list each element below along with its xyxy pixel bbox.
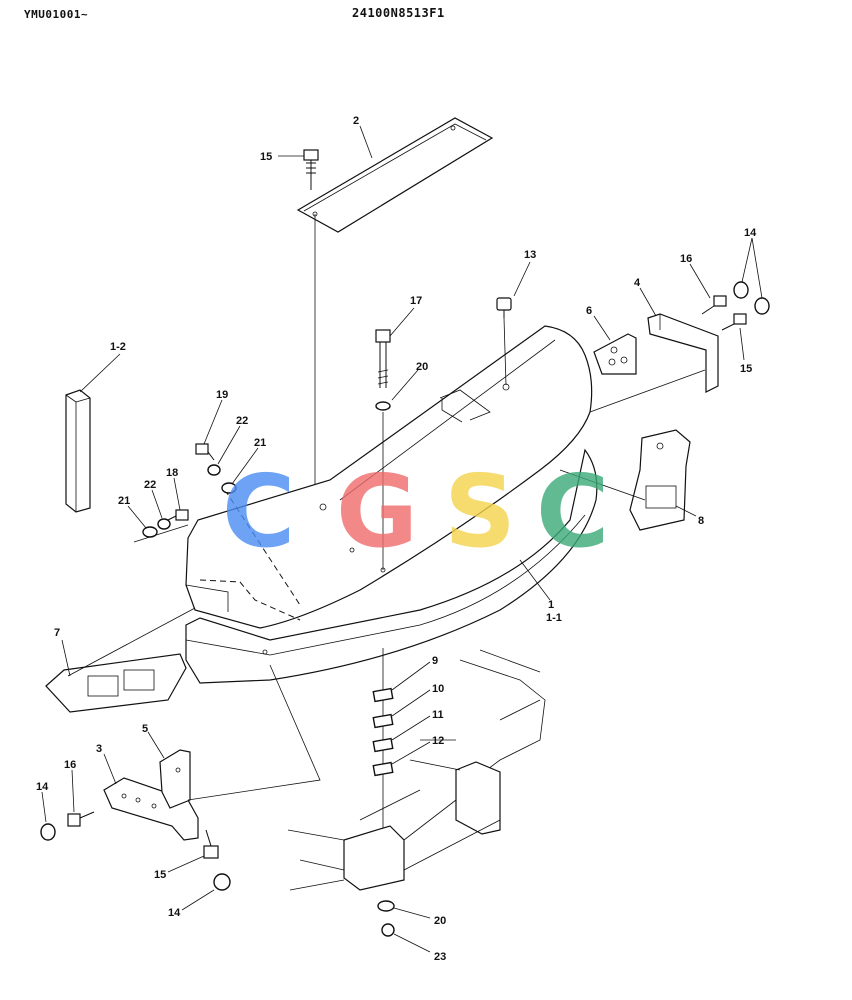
callout-15-left: 15	[154, 869, 166, 881]
callout-21-upper: 21	[254, 437, 266, 449]
bolt-16-left	[67, 811, 95, 827]
nut-21-upper	[221, 482, 237, 494]
watermark-letter-c1: C	[222, 453, 295, 570]
callout-13: 13	[524, 249, 536, 261]
callout-4: 4	[634, 277, 641, 289]
drawing-number-label: 24100N8513F1	[352, 6, 445, 20]
watermark-letter-c2: C	[536, 453, 609, 570]
leader-bracket-7	[67, 607, 196, 677]
callout-14-bottom: 14	[168, 907, 181, 919]
bracket-6	[593, 333, 637, 375]
callout-21-lower: 21	[118, 495, 130, 507]
nut-14-right-a	[733, 281, 749, 299]
callout-15-right: 15	[740, 363, 752, 375]
callout-14-right: 14	[744, 227, 757, 239]
callout-1-2: 1-2	[110, 341, 126, 353]
callout-8: 8	[698, 515, 704, 527]
counterweight-body	[185, 325, 593, 629]
callout-6: 6	[586, 305, 592, 317]
callout-5: 5	[142, 723, 148, 735]
callout-7: 7	[54, 627, 60, 639]
nut-23	[381, 923, 395, 937]
washer-22-upper	[207, 464, 221, 476]
counterweight-lower-section	[185, 448, 598, 684]
callout-1: 1	[548, 599, 554, 611]
callout-22-upper: 22	[236, 415, 248, 427]
bolt-15-left	[203, 829, 219, 859]
shim-12	[372, 761, 394, 777]
bolt-19	[195, 443, 215, 461]
bracket-8	[629, 429, 691, 531]
bolt-16-right	[701, 295, 727, 315]
callout-22-lower: 22	[144, 479, 156, 491]
callout-14-left: 14	[36, 781, 49, 793]
leader-bracket	[589, 369, 706, 413]
watermark-logo: C G S C	[222, 453, 609, 570]
callout-15-top: 15	[260, 151, 272, 163]
callout-12: 12	[432, 735, 444, 747]
washer-20-top	[375, 401, 391, 411]
top-cover-plate	[296, 117, 494, 233]
hidden-edge-2	[224, 489, 301, 606]
callout-23: 23	[434, 951, 446, 963]
callout-11: 11	[432, 709, 444, 721]
callout-20-bottom: 20	[434, 915, 446, 927]
callout-1-1: 1-1	[546, 612, 562, 624]
callout-leaders	[41, 125, 763, 953]
leader-bracket-8	[559, 469, 646, 501]
leader-lower-hardware	[133, 524, 189, 543]
lifting-bolt-17	[375, 329, 391, 388]
washer-20-bottom	[377, 900, 395, 912]
shim-9	[372, 687, 394, 703]
callout-10: 10	[432, 683, 444, 695]
machine-frame	[287, 649, 546, 891]
nut-14-right-b	[754, 297, 770, 315]
callout-16-left: 16	[64, 759, 76, 771]
shim-11	[372, 737, 394, 753]
plug-13	[496, 297, 512, 318]
callout-3: 3	[96, 743, 102, 755]
callout-19: 19	[216, 389, 228, 401]
callout-16-right: 16	[680, 253, 692, 265]
bracket-7	[45, 653, 187, 713]
watermark-letter-g: G	[336, 453, 418, 570]
bolt-15-right	[721, 313, 747, 331]
washer-22-lower	[157, 518, 171, 530]
bracket-3	[103, 777, 199, 841]
callout-labels: 2 15 13 17 20 16 14 4 6 15 1-2 19 22 21 …	[36, 115, 757, 963]
leader-plug	[503, 317, 507, 386]
hidden-edge	[199, 579, 301, 621]
callout-20-top: 20	[416, 361, 428, 373]
bolt-18	[167, 509, 189, 521]
side-block-1-2	[65, 389, 91, 513]
leader-bracket-3	[187, 664, 321, 801]
plate-bolt-15	[303, 149, 319, 190]
shim-10	[372, 713, 394, 729]
callout-2: 2	[353, 115, 359, 127]
nut-14-left	[40, 823, 56, 841]
callout-9: 9	[432, 655, 438, 667]
nut-14-bottom	[213, 873, 231, 891]
bracket-4	[647, 313, 719, 393]
callout-18: 18	[166, 467, 178, 479]
callout-17: 17	[410, 295, 422, 307]
serial-range-label: YMU01001~	[24, 8, 89, 21]
watermark-letter-s: S	[444, 453, 516, 570]
